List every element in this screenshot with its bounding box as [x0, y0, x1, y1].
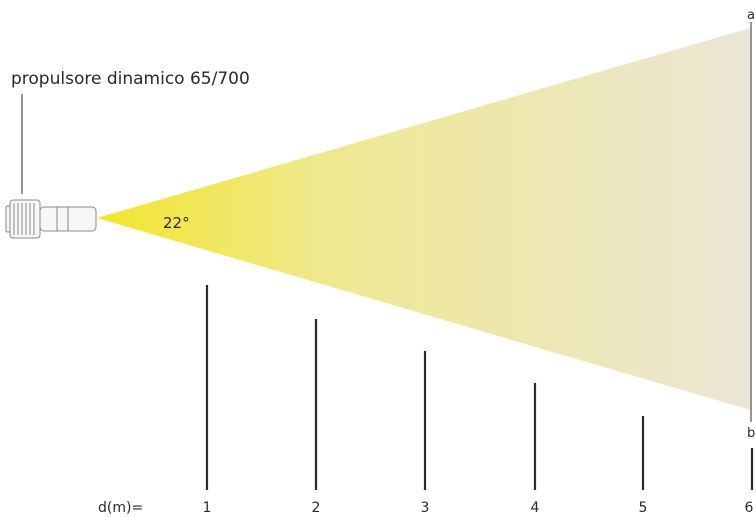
beam-angle-label: 22° — [163, 214, 190, 232]
distance-prefix-label: d(m)= — [98, 500, 143, 516]
distance-bars — [205, 285, 754, 490]
distance-label-1: 1 — [203, 500, 212, 516]
distance-label-5: 5 — [639, 500, 648, 516]
distance-label-3: 3 — [421, 500, 430, 516]
distance-label-4: 4 — [531, 500, 540, 516]
beam-edge-top-label: a — [747, 8, 755, 23]
spotlight-fixture-icon — [5, 199, 97, 239]
beam-edge-bottom-label: b — [747, 426, 755, 441]
distance-labels: 1 2 3 4 5 6 — [203, 500, 754, 516]
distance-label-2: 2 — [312, 500, 321, 516]
light-beam-cone — [97, 28, 750, 410]
distance-label-6: 6 — [745, 500, 754, 516]
product-label: propulsore dinamico 65/700 — [11, 69, 250, 89]
